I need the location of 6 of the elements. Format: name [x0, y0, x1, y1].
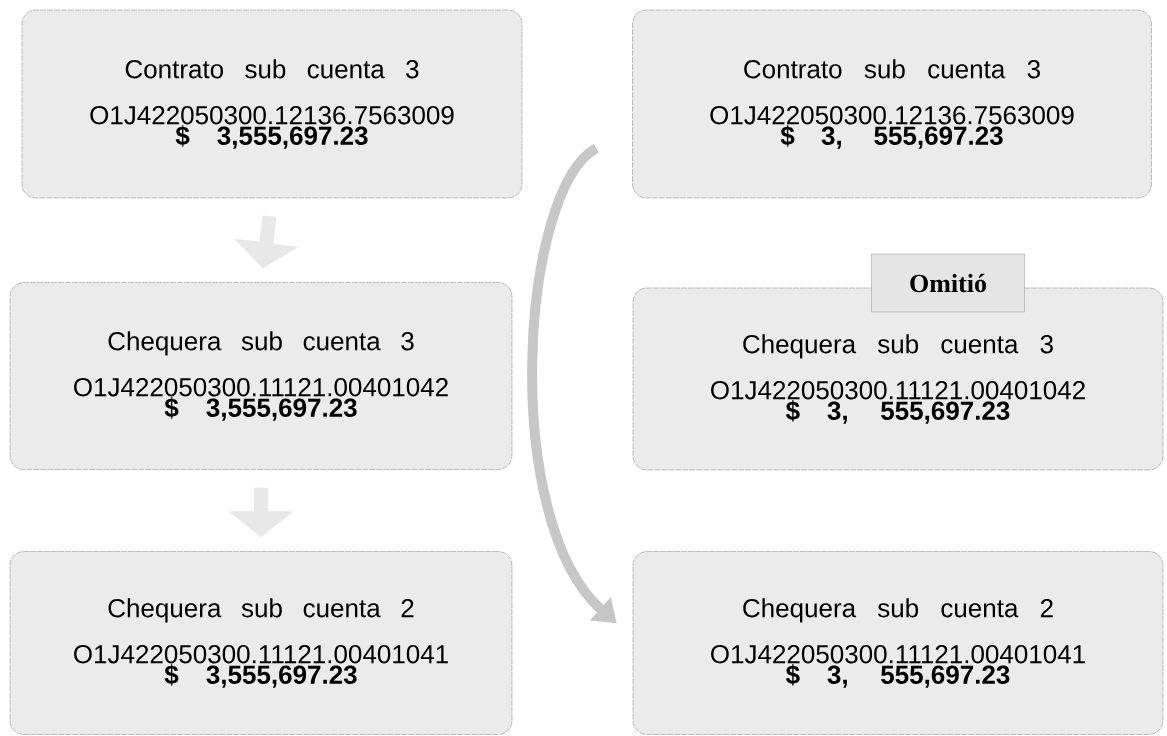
process-box: Contrato sub cuenta 3 O1J422050300.12136.7563009 $ 3, 555,697.23	[632, 9, 1152, 199]
process-box: Chequera sub cuenta 2 O1J422050300.11121.00401041 $ 3,555,697.23	[9, 551, 513, 735]
process-box: Chequera sub cuenta 3 O1J422050300.11121.00401042 $ 3,555,697.23	[9, 282, 513, 470]
note-box: Omitió	[871, 253, 1025, 313]
process-box: Contrato sub cuenta 3 O1J422050300.12136.7563009 $ 3,555,697.23	[21, 9, 523, 199]
process-box: Chequera sub cuenta 2 O1J422050300.11121.00401041 $ 3, 555,697.23	[632, 551, 1164, 735]
